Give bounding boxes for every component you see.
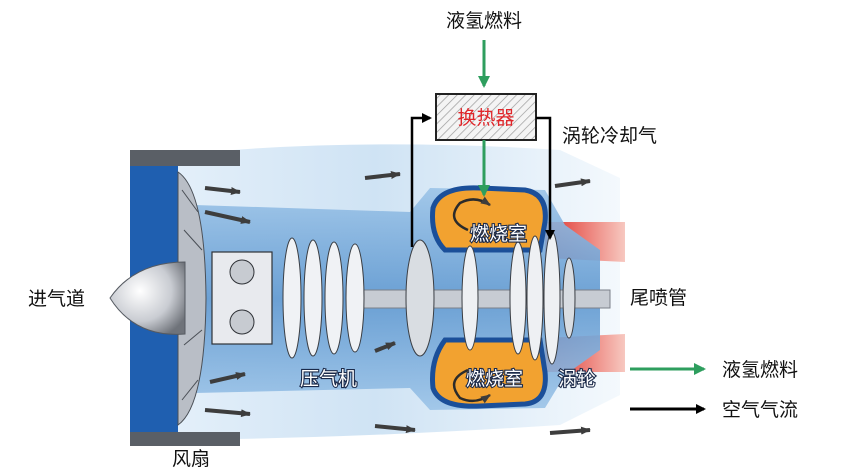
fan-blades	[177, 171, 207, 426]
turbine-stages	[461, 231, 576, 365]
turbine-label: 涡轮	[558, 368, 596, 390]
compressor-label: 压气机	[300, 368, 357, 390]
legend-air-label: 空气气流	[722, 399, 798, 421]
nozzle-label: 尾喷管	[630, 287, 687, 309]
legend-fuel-label: 液氢燃料	[722, 359, 798, 381]
combustor-swirl-arrows	[452, 196, 491, 404]
cooling-air-lines	[410, 113, 555, 247]
combustor-upper-label: 燃烧室	[470, 223, 527, 245]
turbine-cooling-air-label: 涡轮冷却气	[562, 125, 657, 147]
top-fuel-label: 液氢燃料	[446, 10, 522, 32]
combustor-lower-label: 燃烧室	[466, 368, 523, 390]
heat-exchanger-label: 换热器	[457, 107, 514, 129]
compressor-stages	[282, 237, 435, 359]
combustor-lower-shape	[430, 337, 548, 409]
spinner-cone	[109, 261, 186, 335]
gearbox	[211, 251, 273, 345]
fan-label: 风扇	[172, 448, 210, 470]
inlet-label: 进气道	[28, 288, 85, 310]
bypass-flow-arrows	[204, 171, 591, 435]
